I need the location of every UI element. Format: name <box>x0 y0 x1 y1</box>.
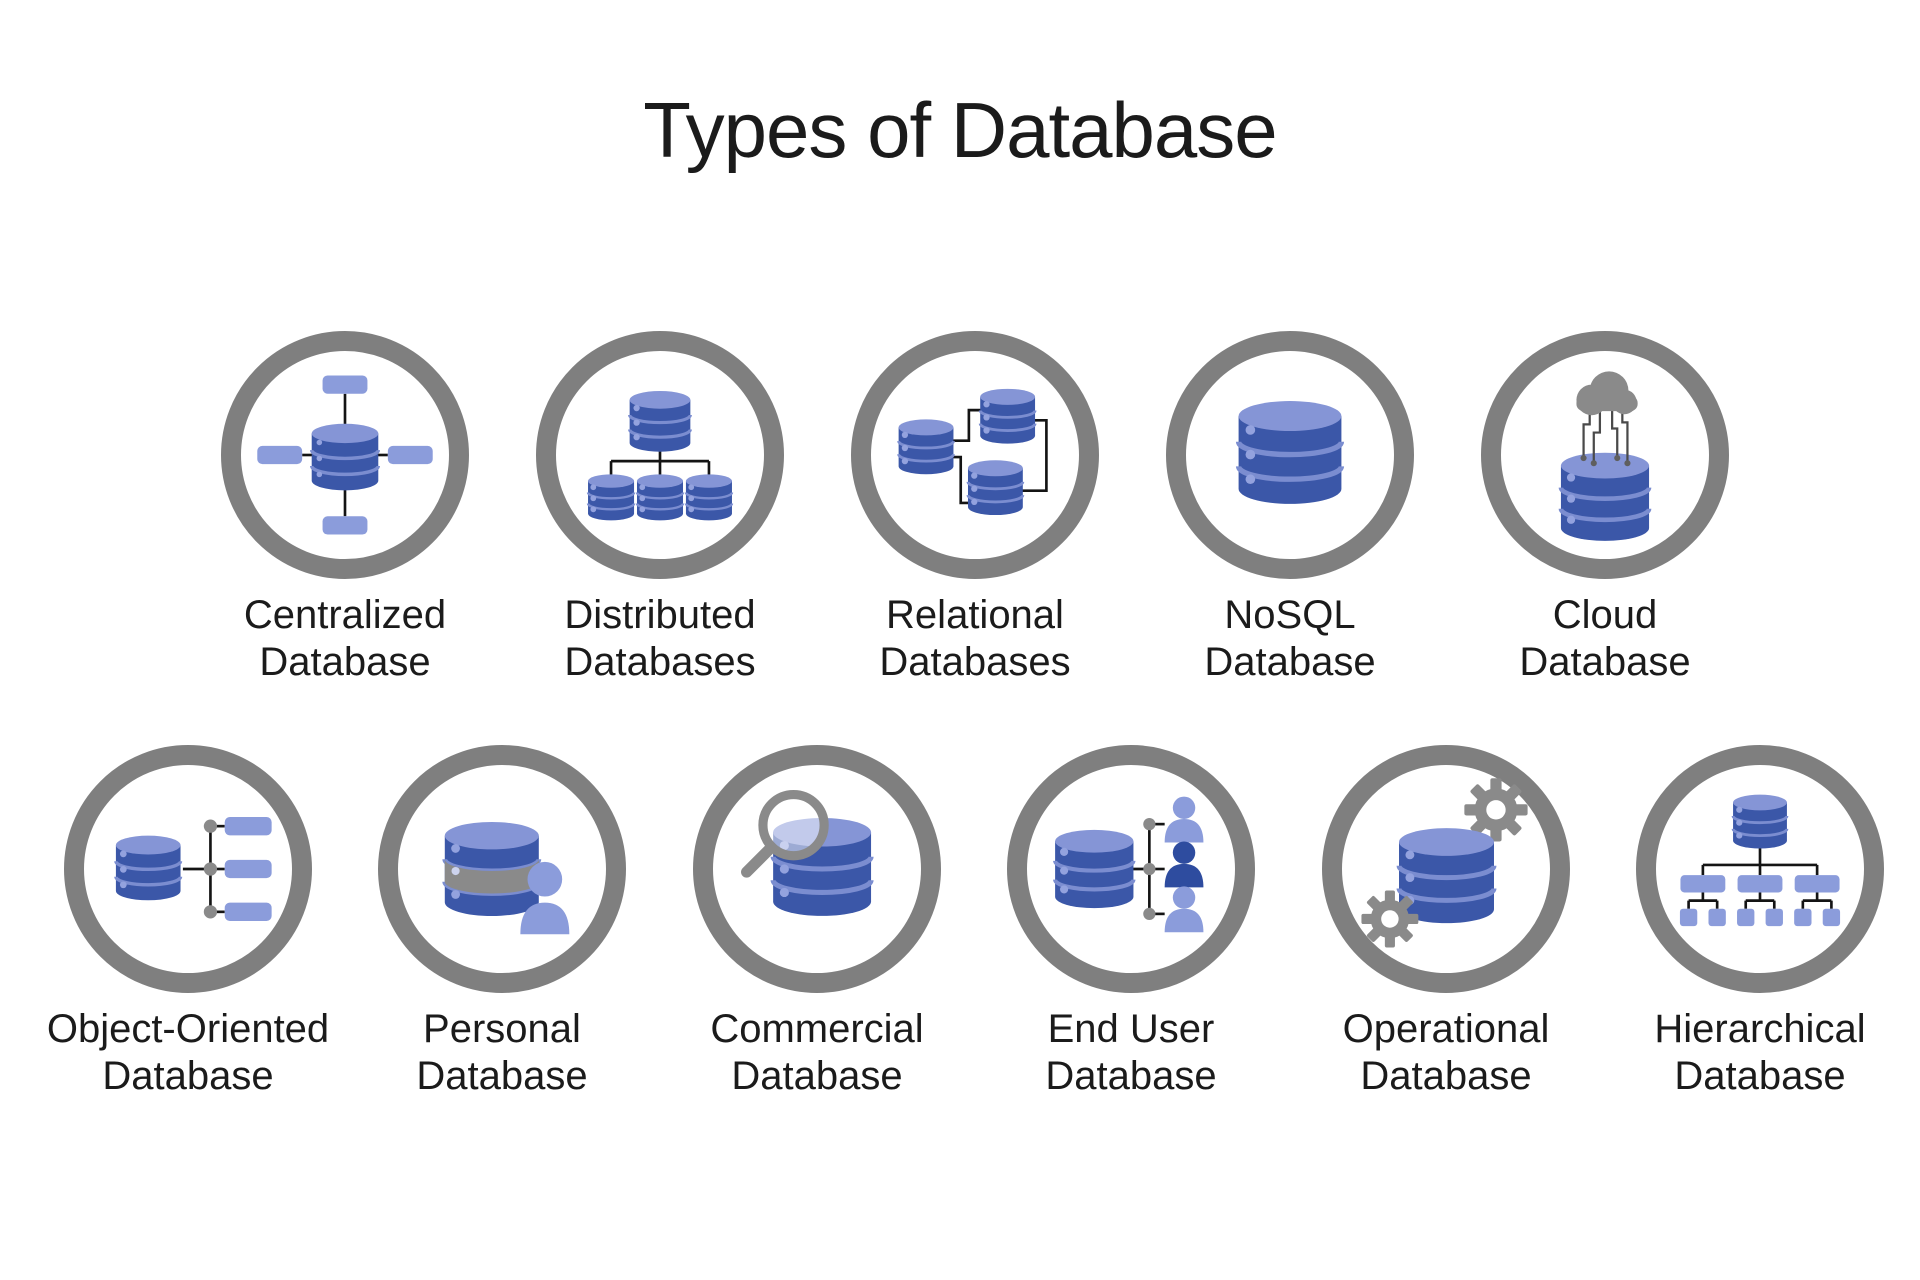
circle-frame <box>64 745 312 993</box>
circle-frame <box>1481 331 1729 579</box>
circle-frame <box>378 745 626 993</box>
type-card-distributed: Distributed Databases <box>495 331 825 686</box>
type-label: Relational Databases <box>879 593 1071 684</box>
cloud-icon <box>1576 371 1638 416</box>
circle-frame <box>851 331 1099 579</box>
user-icon <box>1164 886 1204 933</box>
circle-frame <box>1322 745 1570 993</box>
user-icon <box>1164 841 1204 888</box>
type-label: Centralized Database <box>243 593 447 684</box>
type-label: NoSQL Database <box>1204 593 1376 684</box>
cloud-database-icon <box>1558 371 1652 541</box>
object-oriented-database-icon <box>114 816 272 922</box>
type-label: Object-Oriented Database <box>46 1007 330 1098</box>
page-title: Types of Database <box>643 86 1277 174</box>
type-card-cloud: Cloud Database <box>1440 331 1770 686</box>
distributed-databases-icon <box>586 390 734 521</box>
person-icon <box>520 861 570 935</box>
relational-databases-icon <box>897 388 1048 516</box>
type-card-object-oriented: Object-Oriented Database <box>23 745 353 1100</box>
type-label: Hierarchical Database <box>1654 1007 1866 1098</box>
type-label: Personal Database <box>416 1007 588 1098</box>
type-card-end-user: End User Database <box>966 745 1296 1100</box>
gear-icon <box>1464 778 1528 842</box>
magnifier-icon <box>741 789 829 878</box>
personal-database-icon <box>442 821 570 935</box>
type-label: Operational Database <box>1342 1007 1550 1098</box>
type-card-hierarchical: Hierarchical Database <box>1595 745 1920 1100</box>
circle-frame <box>693 745 941 993</box>
type-label: Distributed Databases <box>564 593 756 684</box>
type-label: Cloud Database <box>1519 593 1691 684</box>
hierarchical-database-icon <box>1679 794 1841 927</box>
operational-database-icon <box>1361 778 1528 948</box>
gear-icon <box>1361 890 1419 948</box>
centralized-database-icon <box>257 375 433 535</box>
type-label: Commercial Database <box>710 1007 924 1098</box>
end-user-database-icon <box>1053 796 1204 933</box>
circle-frame <box>1166 331 1414 579</box>
type-label: End User Database <box>1045 1007 1217 1098</box>
type-card-relational: Relational Databases <box>810 331 1140 686</box>
type-card-operational: Operational Database <box>1281 745 1611 1100</box>
type-card-commercial: Commercial Database <box>652 745 982 1100</box>
circle-frame <box>221 331 469 579</box>
circle-frame <box>1636 745 1884 993</box>
user-icon <box>1164 796 1204 843</box>
type-card-personal: Personal Database <box>337 745 667 1100</box>
circle-frame <box>1007 745 1255 993</box>
nosql-database-icon <box>1235 401 1345 504</box>
type-card-centralized: Centralized Database <box>180 331 510 686</box>
type-card-nosql: NoSQL Database <box>1125 331 1455 686</box>
commercial-database-icon <box>741 789 874 916</box>
circle-frame <box>536 331 784 579</box>
